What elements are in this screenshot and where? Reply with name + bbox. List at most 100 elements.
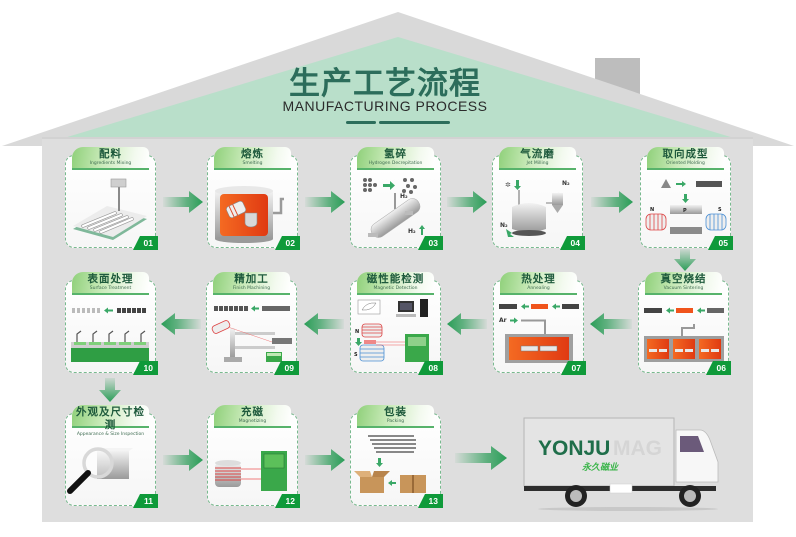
flow-arrow-left-icon bbox=[447, 313, 487, 335]
machining-tool-icon bbox=[211, 305, 292, 362]
truck-brand-chinese: 永久磁业 bbox=[582, 462, 619, 473]
step-subtitle: Appearance & Size Inspection bbox=[76, 432, 145, 437]
step-title: 氢碎 bbox=[384, 148, 407, 160]
step-subtitle: Jet Milling bbox=[526, 161, 549, 166]
step-number-badge: 08 bbox=[418, 361, 443, 375]
step-number-badge: 02 bbox=[275, 236, 300, 250]
step-number-badge: 09 bbox=[274, 361, 299, 375]
step-subtitle: Smelting bbox=[242, 161, 263, 166]
step-title-tab: 配料 Ingredients Mixing bbox=[72, 147, 149, 170]
step-title-tab: 外观及尺寸检测 Appearance & Size Inspection bbox=[72, 405, 149, 437]
step-title-tab: 包装 Packing bbox=[357, 405, 434, 428]
annealing-furnace-icon: Ar bbox=[499, 303, 579, 363]
title-underline bbox=[346, 121, 376, 124]
step-title-tab: 熔炼 Smelting bbox=[214, 147, 291, 170]
step-subtitle: Hydrogen Decrepitation bbox=[368, 161, 423, 166]
flow-arrow-right-icon bbox=[591, 191, 633, 213]
step-subtitle: Annealing bbox=[527, 286, 550, 291]
step-number-badge: 06 bbox=[706, 361, 731, 375]
sintering-furnace-icon bbox=[644, 307, 724, 362]
step-title: 充磁 bbox=[241, 406, 264, 418]
step-card-smelting: 熔炼 Smelting 02 bbox=[207, 147, 300, 250]
step-number-badge: 01 bbox=[133, 236, 158, 250]
truck-wheel bbox=[565, 485, 587, 507]
step-title: 磁性能检测 bbox=[366, 273, 425, 285]
flow-arrow-right-icon bbox=[455, 446, 507, 470]
step-card-hydrogen-decrepitation: H₂ H₂ 氢碎 Hydrogen Decrepitation 03 bbox=[350, 147, 443, 250]
packing-boxes-icon bbox=[354, 435, 426, 493]
flow-arrow-down-icon bbox=[99, 378, 121, 402]
step-title: 气流磨 bbox=[520, 148, 555, 160]
flow-arrow-down-icon bbox=[674, 249, 696, 271]
page-subtitle: MANUFACTURING PROCESS bbox=[282, 98, 488, 114]
step-title: 热处理 bbox=[521, 273, 556, 285]
step-number-badge: 05 bbox=[708, 236, 733, 250]
step-card-jet-milling: ✲ N₂ N₂ 气流磨 Jet Milling 04 bbox=[492, 147, 585, 250]
step-title: 精加工 bbox=[234, 273, 269, 285]
step-subtitle: Finish Machining bbox=[232, 286, 271, 291]
flow-arrow-left-icon bbox=[161, 313, 201, 335]
flow-arrow-right-icon bbox=[163, 191, 203, 213]
svg-text:✲: ✲ bbox=[505, 181, 511, 189]
hydrogen-reactor-icon: H₂ H₂ bbox=[363, 178, 425, 238]
step-card-vacuum-sintering: 真空烧结 Vacuum Sintering 06 bbox=[638, 272, 731, 375]
south-pole-label: S bbox=[718, 207, 722, 213]
magnifier-inspection-icon bbox=[67, 447, 133, 494]
step-title-tab: 表面处理 Surface Treatment bbox=[72, 272, 149, 295]
step-title-tab: 真空烧结 Vacuum Sintering bbox=[645, 272, 722, 295]
n2-top-label: N₂ bbox=[562, 180, 570, 187]
flow-arrow-right-icon bbox=[305, 449, 345, 471]
truck-brand-logo: YONJU bbox=[538, 437, 610, 460]
step-number-badge: 03 bbox=[418, 236, 443, 250]
roof-inner-panel bbox=[64, 37, 734, 138]
coil-north-label: N bbox=[355, 329, 359, 335]
argon-label: Ar bbox=[499, 317, 507, 324]
step-card-annealing: Ar 热处理 Annealing 07 bbox=[493, 272, 586, 375]
n2-bottom-label: N₂ bbox=[500, 222, 508, 229]
step-subtitle: Packing bbox=[386, 419, 405, 424]
surface-treatment-line-icon bbox=[71, 307, 149, 362]
step-subtitle: Vacuum Sintering bbox=[663, 286, 704, 291]
step-title: 配料 bbox=[99, 148, 122, 160]
step-title: 表面处理 bbox=[87, 273, 134, 285]
step-title: 真空烧结 bbox=[660, 273, 707, 285]
step-title-tab: 精加工 Finish Machining bbox=[213, 272, 290, 295]
step-title-tab: 气流磨 Jet Milling bbox=[499, 147, 576, 170]
truck-wheel bbox=[679, 485, 701, 507]
step-title: 取向成型 bbox=[662, 148, 709, 160]
step-title-tab: 磁性能检测 Magnetic Detection bbox=[357, 272, 434, 295]
step-subtitle: Oriented Molding bbox=[666, 161, 705, 166]
step-card-finish-machining: 精加工 Finish Machining 09 bbox=[206, 272, 299, 375]
h2-inlet-label: H₂ bbox=[400, 193, 408, 200]
h2-outlet-label: H₂ bbox=[408, 228, 416, 235]
step-number-badge: 10 bbox=[133, 361, 158, 375]
step-title-tab: 取向成型 Oriented Molding bbox=[647, 147, 724, 170]
press-molding-icon: P N S bbox=[645, 179, 727, 234]
step-subtitle: Magnetic Detection bbox=[373, 286, 418, 291]
step-subtitle: Magnetizing bbox=[238, 419, 267, 424]
title-underline bbox=[379, 121, 450, 124]
truck-brand-suffix: MAG bbox=[613, 437, 662, 460]
step-card-appearance-size-inspection: 外观及尺寸检测 Appearance & Size Inspection 11 bbox=[65, 405, 158, 508]
step-number-badge: 12 bbox=[275, 494, 300, 508]
north-pole-label: N bbox=[650, 207, 654, 213]
flow-arrow-left-icon bbox=[590, 313, 632, 335]
step-title: 包装 bbox=[384, 406, 407, 418]
smelting-furnace-icon bbox=[215, 186, 284, 243]
weighing-scale-icon bbox=[73, 178, 147, 240]
flow-arrow-right-icon bbox=[163, 449, 203, 471]
step-card-oriented-molding: P N S 取向成型 Oriented Molding 05 bbox=[640, 147, 733, 250]
step-number-badge: 04 bbox=[560, 236, 585, 250]
coil-south-label: S bbox=[354, 352, 358, 358]
step-card-surface-treatment: 表面处理 Surface Treatment 10 bbox=[65, 272, 158, 375]
step-card-ingredients-mixing: 配料 Ingredients Mixing 01 bbox=[65, 147, 158, 250]
magnetic-tester-icon: N S bbox=[354, 299, 429, 362]
jet-mill-icon: ✲ N₂ N₂ bbox=[500, 180, 570, 237]
step-card-packing: 包装 Packing 13 bbox=[350, 405, 443, 508]
flow-arrow-left-icon bbox=[304, 313, 344, 335]
step-number-badge: 11 bbox=[133, 494, 158, 508]
step-subtitle: Ingredients Mixing bbox=[89, 161, 132, 166]
step-number-badge: 07 bbox=[561, 361, 586, 375]
step-card-magnetizing: 充磁 Magnetizing 12 bbox=[207, 405, 300, 508]
step-title-tab: 热处理 Annealing bbox=[500, 272, 577, 295]
